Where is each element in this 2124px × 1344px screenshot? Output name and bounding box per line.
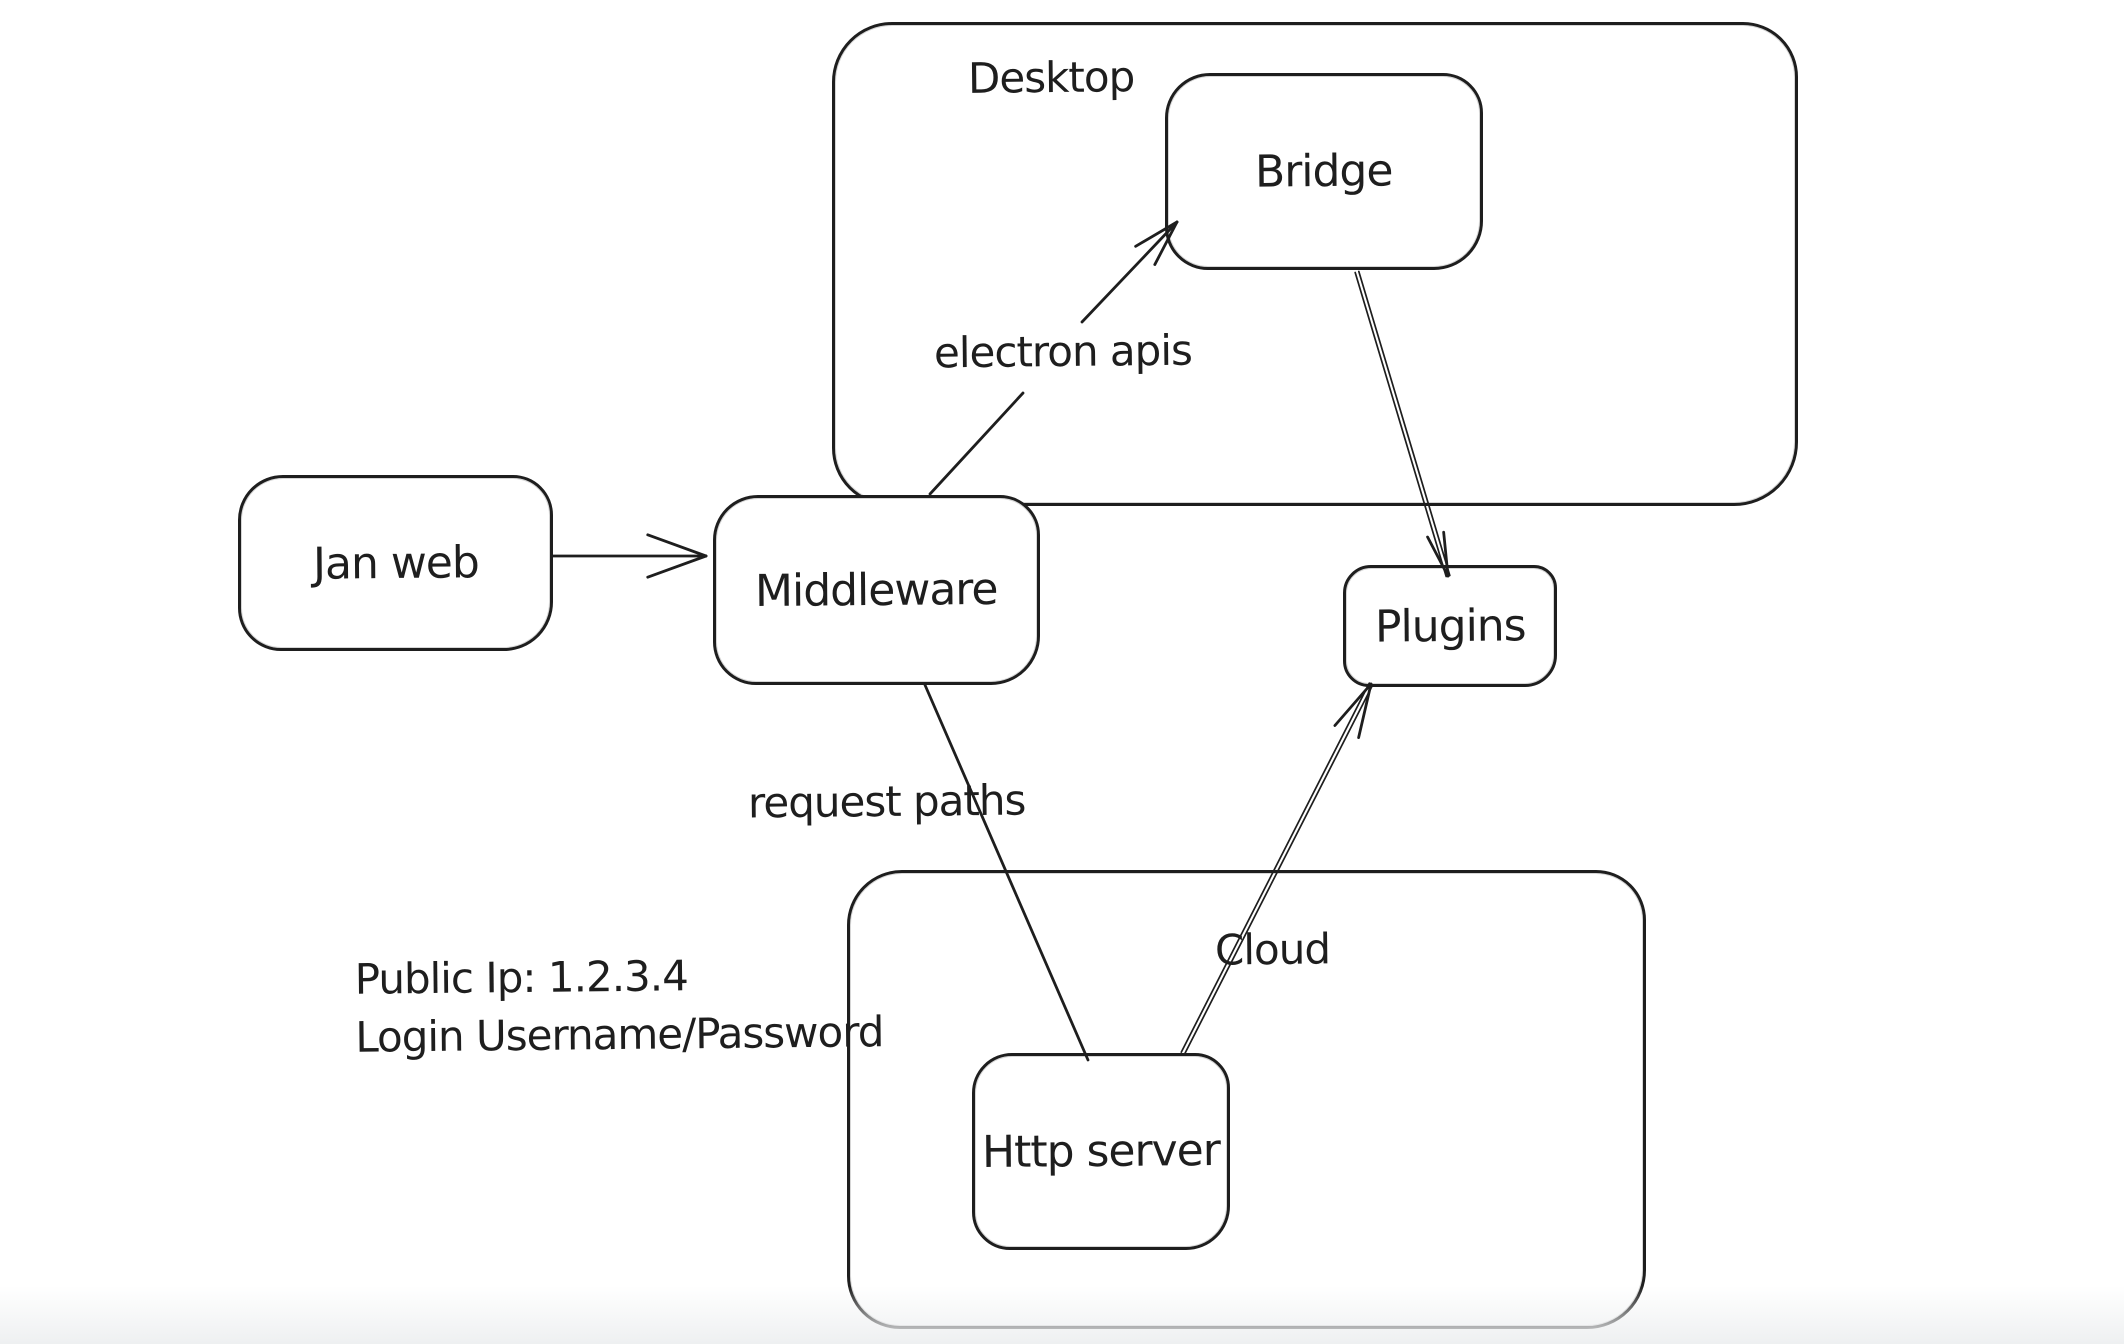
credentials-label: Public Ip: 1.2.3.4 Login Username/Passwo… <box>354 945 883 1066</box>
node-http-server: Http server <box>972 1053 1230 1250</box>
public-ip-text: Public Ip: 1.2.3.4 <box>354 951 689 1004</box>
cloud-container-label: Cloud <box>1214 924 1331 975</box>
arrow-httpserver-to-plugins <box>1180 682 1374 1055</box>
desktop-container-label: Desktop <box>967 52 1135 103</box>
login-credentials-text: Login Username/Password <box>355 1007 884 1062</box>
arrow-middleware-to-bridge-lower <box>928 391 1025 496</box>
node-jan-web: Jan web <box>238 475 553 651</box>
arrow-janweb-to-middleware <box>551 533 708 579</box>
arrow-bridge-to-plugins <box>1354 270 1451 578</box>
line-middleware-to-httpserver <box>923 683 1090 1062</box>
desktop-container <box>832 22 1798 506</box>
node-plugins: Plugins <box>1343 565 1557 687</box>
node-bridge: Bridge <box>1165 73 1483 270</box>
electron-apis-label: electron apis <box>925 324 1201 380</box>
request-paths-label: request paths <box>747 775 1026 828</box>
arrow-middleware-to-bridge-upper <box>1080 220 1179 324</box>
node-middleware: Middleware <box>713 495 1040 685</box>
